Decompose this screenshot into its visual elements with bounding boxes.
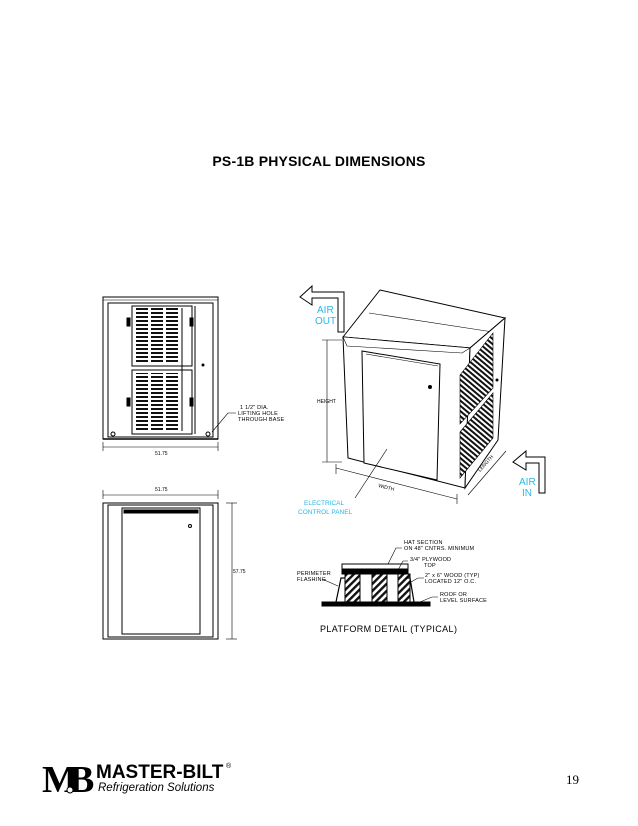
platform-note-perimeter-2: FLASHING <box>297 577 326 583</box>
air-out-label-2: OUT <box>315 316 336 327</box>
isometric-view <box>322 289 507 504</box>
platform-note-wood-2: LOCATED 12" O.C. <box>425 579 476 585</box>
logo-tagline: Refrigeration Solutions <box>98 782 215 794</box>
platform-note-plywood-2: TOP <box>424 563 436 569</box>
side-view <box>102 490 237 640</box>
electrical-label-2: CONTROL PANEL <box>298 509 353 516</box>
iso-width-label: WIDTH <box>378 483 396 493</box>
side-height-label: 57.75 <box>233 569 246 575</box>
platform-note-hat-1: HAT SECTION <box>404 540 443 546</box>
platform-note-perimeter-1: PERIMETER <box>297 571 331 577</box>
side-width-label: 51.75 <box>155 487 168 493</box>
logo-monogram-b: B <box>69 759 94 798</box>
logo-registered: ® <box>226 762 232 770</box>
lifting-note-line-3: THROUGH BASE <box>238 417 285 423</box>
air-out-label-1: AIR <box>317 305 334 316</box>
platform-note-hat-2: ON 48" CNTRS. MINIMUM <box>404 546 475 552</box>
lifting-note-line-2: LIFTING HOLE <box>238 411 278 417</box>
platform-note-plywood-1: 3/4" PLYWOOD <box>410 557 451 563</box>
platform-note-roof-1: ROOF OR <box>440 592 467 598</box>
platform-caption: PLATFORM DETAIL (TYPICAL) <box>320 624 457 634</box>
front-view <box>102 296 236 451</box>
platform-detail <box>321 547 438 607</box>
lifting-note-line-1: 1 1/2" DIA. <box>240 405 269 411</box>
electrical-label-1: ELECTRICAL <box>304 500 344 507</box>
air-in-label-1: AIR <box>519 477 536 488</box>
page-title: PS-1B PHYSICAL DIMENSIONS <box>212 153 426 169</box>
master-bilt-logo: M B MASTER-BILT ® Refrigeration Solution… <box>42 759 232 798</box>
air-in-label-2: IN <box>522 488 532 499</box>
iso-height-label: HEIGHT <box>317 399 336 405</box>
platform-note-wood-1: 2" x 6" WOOD (TYP) <box>425 573 480 579</box>
platform-note-roof-2: LEVEL SURFACE <box>440 598 487 604</box>
front-width-label: 51.75 <box>155 451 168 457</box>
logo-brand: MASTER-BILT <box>96 762 224 783</box>
air-out-arrow <box>299 284 345 333</box>
page-number: 19 <box>566 772 579 787</box>
air-in-arrow <box>512 449 546 494</box>
